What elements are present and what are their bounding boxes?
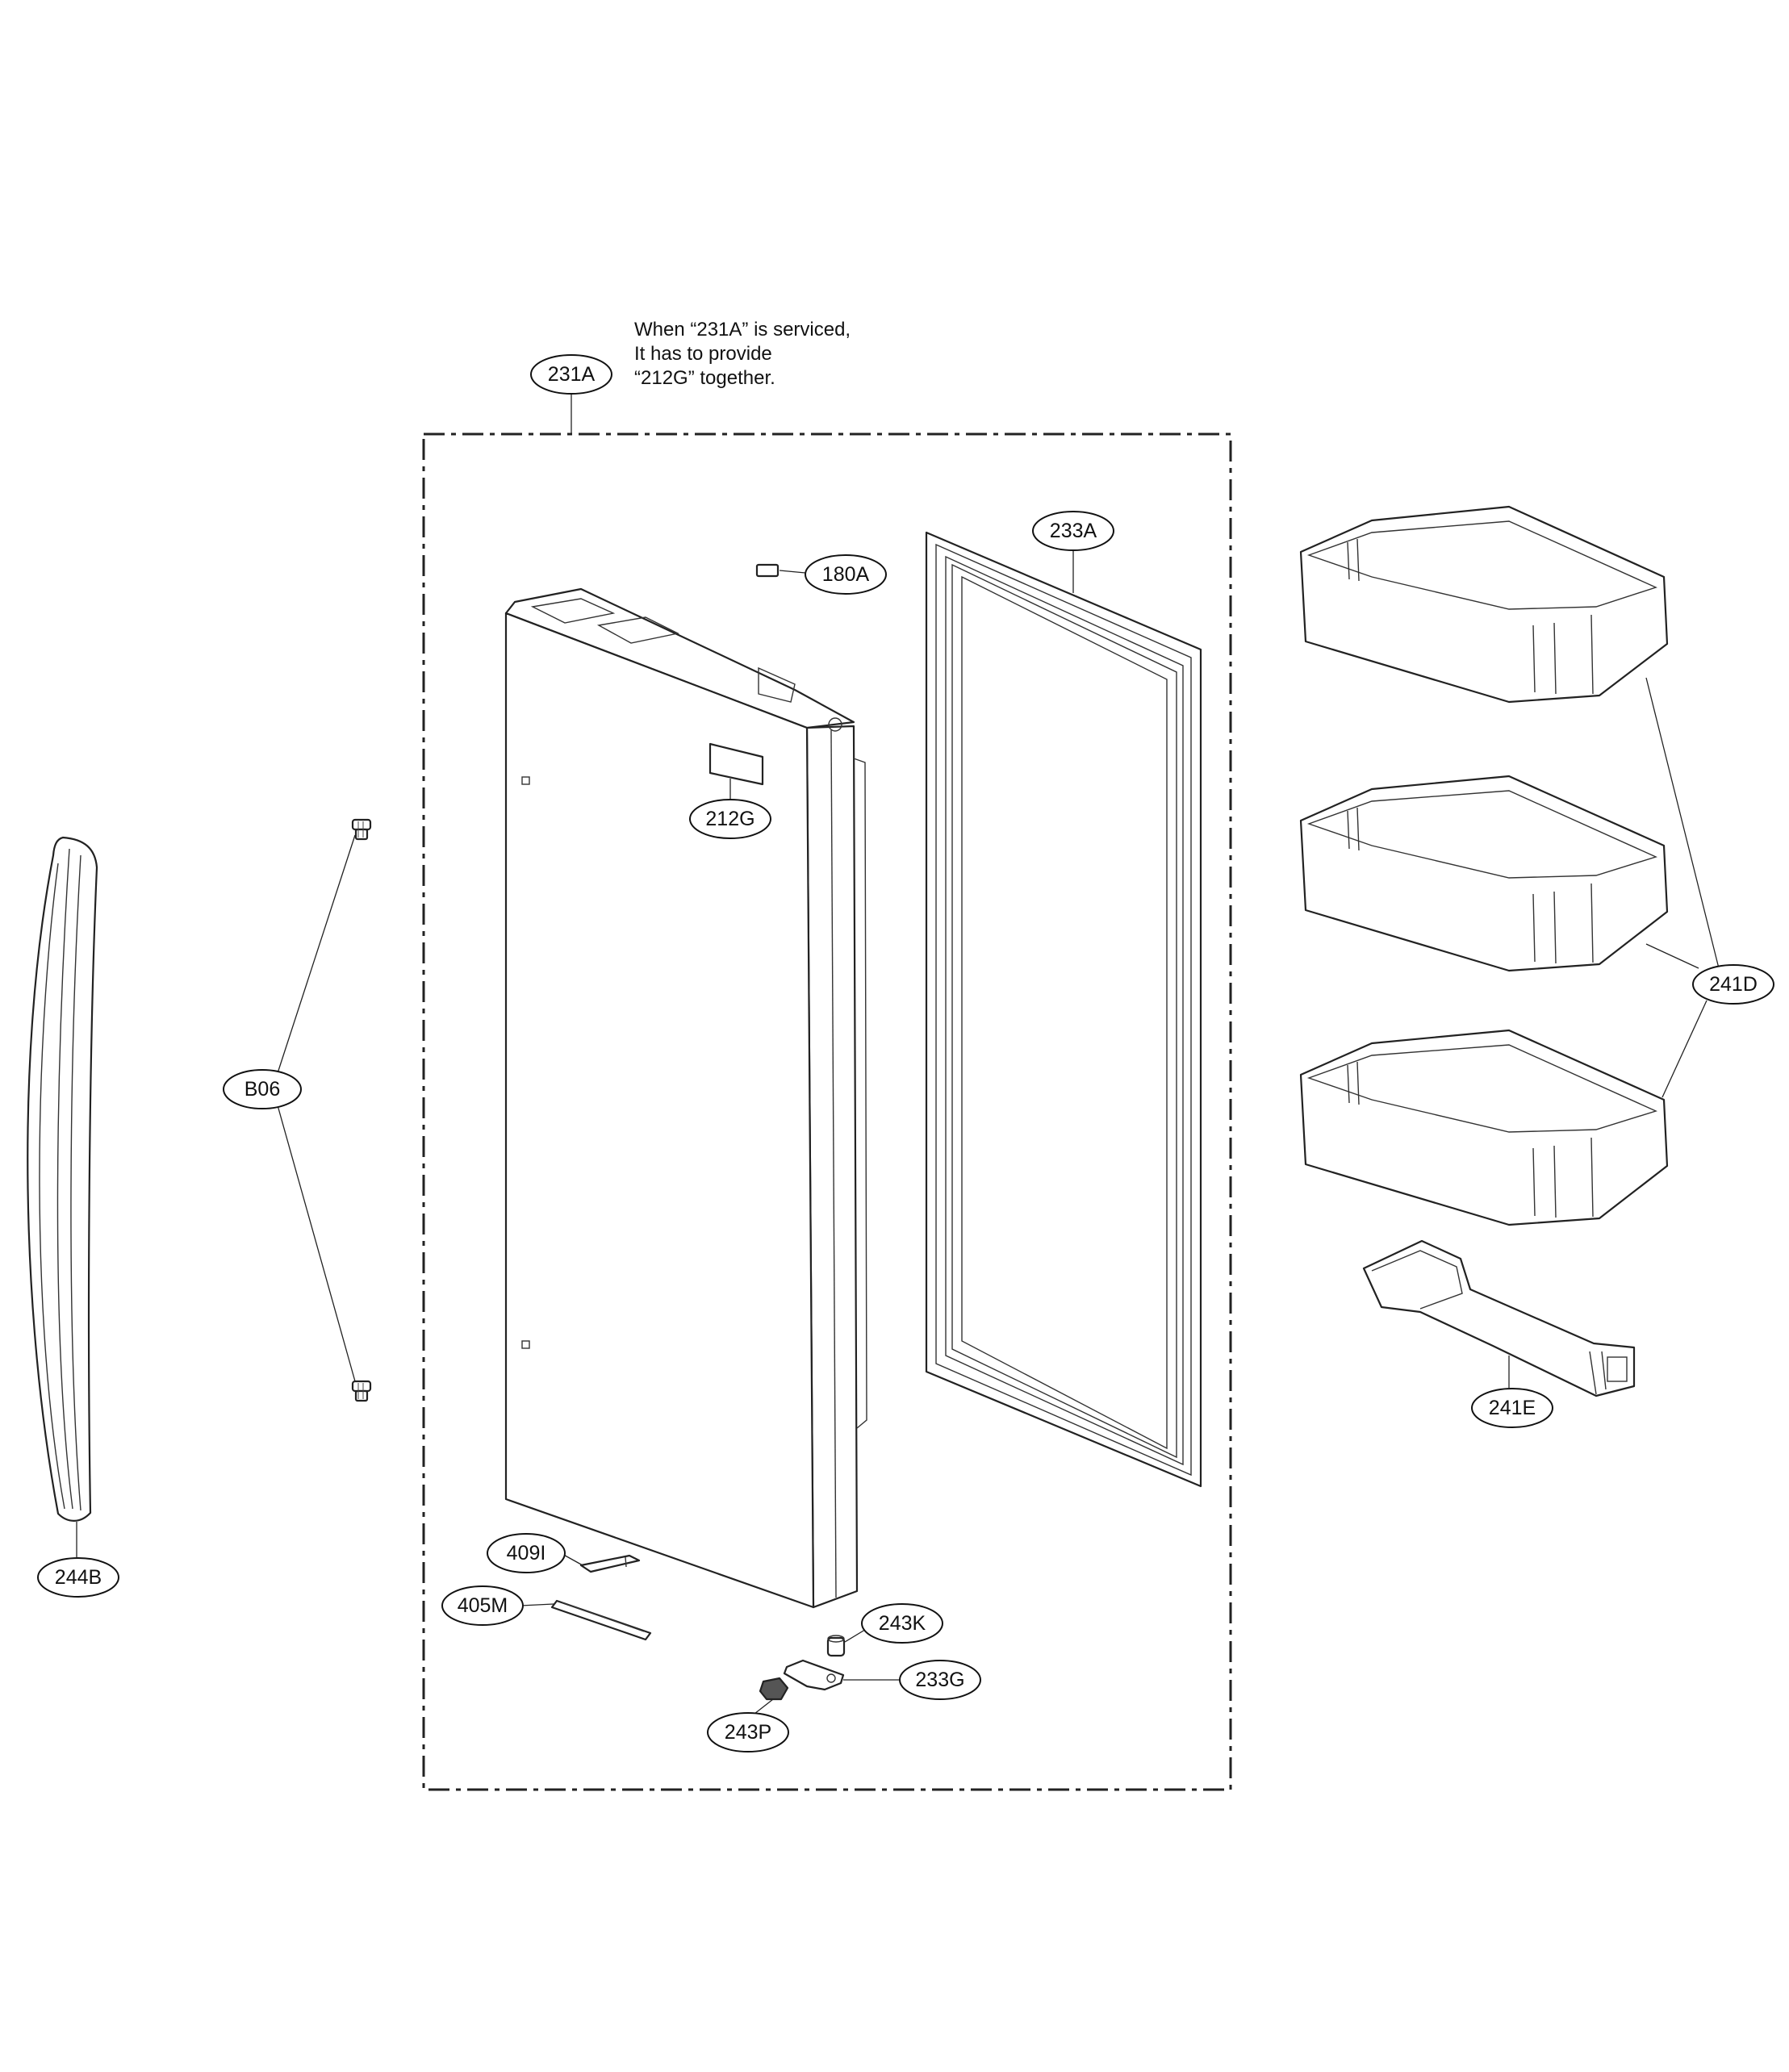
callout-241D[interactable]: 241D — [1692, 964, 1774, 1005]
part-233G — [783, 1659, 845, 1691]
leader-241D-bottom — [1662, 1000, 1707, 1098]
door-gasket-233A — [925, 531, 1202, 1488]
callout-233A-label: 233A — [1050, 520, 1097, 542]
leader-180A — [779, 570, 806, 574]
callout-241D-label: 241D — [1709, 973, 1758, 996]
callout-409I-label: 409I — [507, 1542, 546, 1564]
callout-241E-label: 241E — [1489, 1397, 1536, 1419]
door-bin-2 — [1299, 775, 1669, 972]
callout-180A-label: 180A — [822, 563, 870, 586]
leader-B06-top — [277, 834, 356, 1074]
door-bin-241E — [1362, 1239, 1636, 1397]
callout-212G-label: 212G — [705, 808, 754, 830]
callout-231A-label: 231A — [548, 363, 596, 386]
callout-243P-label: 243P — [725, 1721, 771, 1744]
callout-B06[interactable]: B06 — [223, 1069, 302, 1109]
leader-243P — [754, 1698, 774, 1715]
part-243K — [826, 1635, 846, 1657]
callout-233G[interactable]: 233G — [899, 1660, 981, 1700]
callout-244B[interactable]: 244B — [37, 1557, 119, 1598]
callout-405M-label: 405M — [458, 1594, 508, 1617]
callout-180A[interactable]: 180A — [805, 554, 887, 595]
note-line-2: It has to provide — [634, 343, 772, 365]
leader-405M — [520, 1603, 554, 1606]
callout-243P[interactable]: 243P — [707, 1712, 789, 1752]
assembly-boundary — [422, 432, 1232, 1791]
leader-241D-mid — [1645, 943, 1699, 969]
screw-bottom — [351, 1380, 372, 1402]
service-note: When “231A” is serviced, It has to provi… — [634, 319, 851, 389]
callout-212G[interactable]: 212G — [689, 799, 771, 839]
door-panel — [504, 587, 867, 1609]
part-409I — [579, 1554, 641, 1573]
leader-B06-bottom — [277, 1105, 356, 1382]
note-line-1: When “231A” is serviced, — [634, 319, 851, 340]
callout-244B-label: 244B — [55, 1566, 102, 1589]
door-handle-244B — [27, 836, 98, 1522]
callout-243K-label: 243K — [879, 1612, 926, 1635]
door-bin-1 — [1299, 505, 1669, 704]
part-405M — [550, 1599, 652, 1641]
callout-233A[interactable]: 233A — [1032, 511, 1114, 551]
leader-241D-top — [1645, 677, 1720, 969]
callout-B06-label: B06 — [245, 1078, 280, 1101]
screw-top — [351, 818, 372, 841]
door-bin-3 — [1299, 1029, 1669, 1226]
callout-243K[interactable]: 243K — [861, 1603, 943, 1644]
callout-233G-label: 233G — [915, 1669, 964, 1691]
part-180A — [755, 563, 780, 578]
callout-231A[interactable]: 231A — [530, 354, 612, 395]
part-243P — [759, 1677, 789, 1701]
callout-409I[interactable]: 409I — [487, 1533, 566, 1573]
note-line-3: “212G” together. — [634, 367, 775, 389]
callout-241E[interactable]: 241E — [1471, 1388, 1553, 1428]
callout-405M[interactable]: 405M — [441, 1585, 524, 1626]
